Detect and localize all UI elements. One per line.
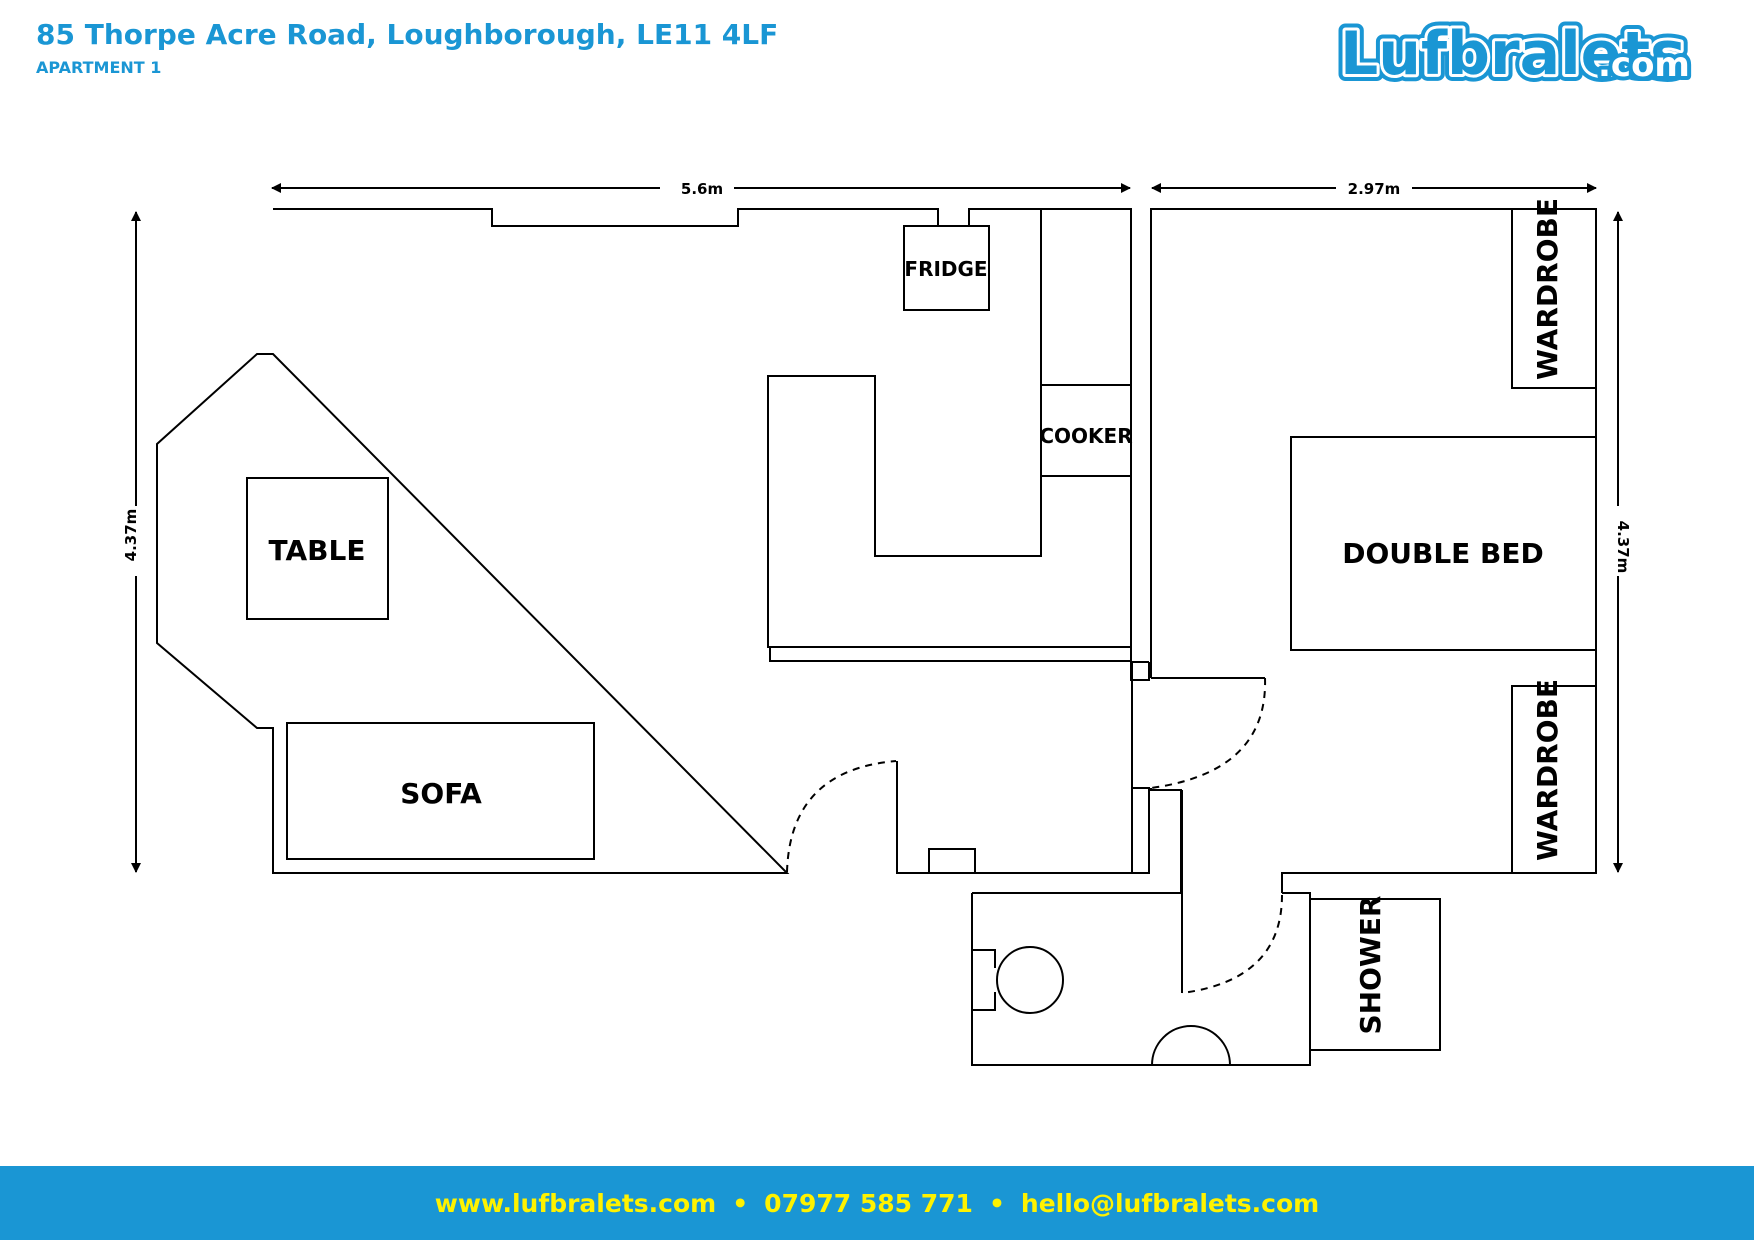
dim-label-living-width: 5.6m <box>681 180 723 198</box>
logo-graphic: Lufbralets Lufbralets Lufbralets .com .c… <box>1333 12 1694 96</box>
table-outline <box>246 477 389 620</box>
living-wall-segment <box>1131 662 1150 681</box>
living-wall-segment-2 <box>1131 787 1150 874</box>
page-title: 85 Thorpe Acre Road, Loughborough, LE11 … <box>36 18 779 51</box>
dimension-bedroom-width: 2.97m <box>1151 180 1597 198</box>
sofa-label: SOFA <box>400 777 482 810</box>
wardrobe-bottom-label: WARDROBE <box>1531 679 1564 861</box>
floor-plan: 5.6m 2.97m 4.37m 4.37m FRIDGE COOKER TAB… <box>122 180 1632 1066</box>
footer-separator: • <box>732 1188 749 1218</box>
logo-text: Lufbralets <box>1340 19 1686 89</box>
dimension-left-height: 4.37m <box>122 211 141 873</box>
wardrobe-bottom-outline <box>1511 685 1597 874</box>
footer-email-link[interactable]: hello@lufbralets.com <box>1020 1188 1320 1218</box>
logo-suffix-outline: .com <box>1598 45 1690 85</box>
wardrobe-top-label: WARDROBE <box>1531 198 1564 380</box>
footer-phone-link[interactable]: 07977 585 771 <box>764 1188 973 1218</box>
wardrobe-top-outline <box>1511 208 1597 389</box>
toilet-icon <box>972 946 1064 1014</box>
footer-website-link[interactable]: www.lufbralets.com <box>434 1188 717 1218</box>
living-door-swing <box>786 760 897 873</box>
fridge-label: FRIDGE <box>904 257 987 281</box>
dim-label-right-height: 4.37m <box>1614 521 1632 574</box>
bathroom-door-swing <box>1181 894 1283 994</box>
lufbralets-logo[interactable]: Lufbralets Lufbralets Lufbralets .com .c… <box>1333 12 1706 96</box>
logo-outline: Lufbralets <box>1340 19 1686 89</box>
dimension-right-height: 4.37m <box>1613 211 1632 873</box>
kitchen-counter <box>767 209 1131 662</box>
double-bed-label: DOUBLE BED <box>1342 537 1544 570</box>
bathroom-walls <box>971 790 1311 1066</box>
sink-icon <box>1150 1025 1232 1066</box>
table-label: TABLE <box>269 534 366 567</box>
bedroom-door-swing <box>1150 677 1267 789</box>
shower-label: SHOWER <box>1354 896 1387 1035</box>
dim-label-bedroom-width: 2.97m <box>1348 180 1401 198</box>
dimension-living-width: 5.6m <box>271 180 1131 198</box>
double-bed-outline <box>1290 436 1597 651</box>
logo-suffix: .com <box>1598 45 1690 85</box>
cooker-label: COOKER <box>1039 424 1132 448</box>
sofa-outline <box>286 722 595 860</box>
dim-label-left-height: 4.37m <box>122 509 140 562</box>
fridge-outline <box>903 225 990 311</box>
shower-outline <box>1309 898 1441 1051</box>
footer-bar: www.lufbralets.com • 07977 585 771 • hel… <box>0 1166 1754 1240</box>
header: 85 Thorpe Acre Road, Loughborough, LE11 … <box>36 18 779 77</box>
logo-inline: Lufbralets <box>1340 19 1686 89</box>
page-subtitle: APARTMENT 1 <box>36 57 162 77</box>
footer-separator: • <box>988 1188 1005 1218</box>
